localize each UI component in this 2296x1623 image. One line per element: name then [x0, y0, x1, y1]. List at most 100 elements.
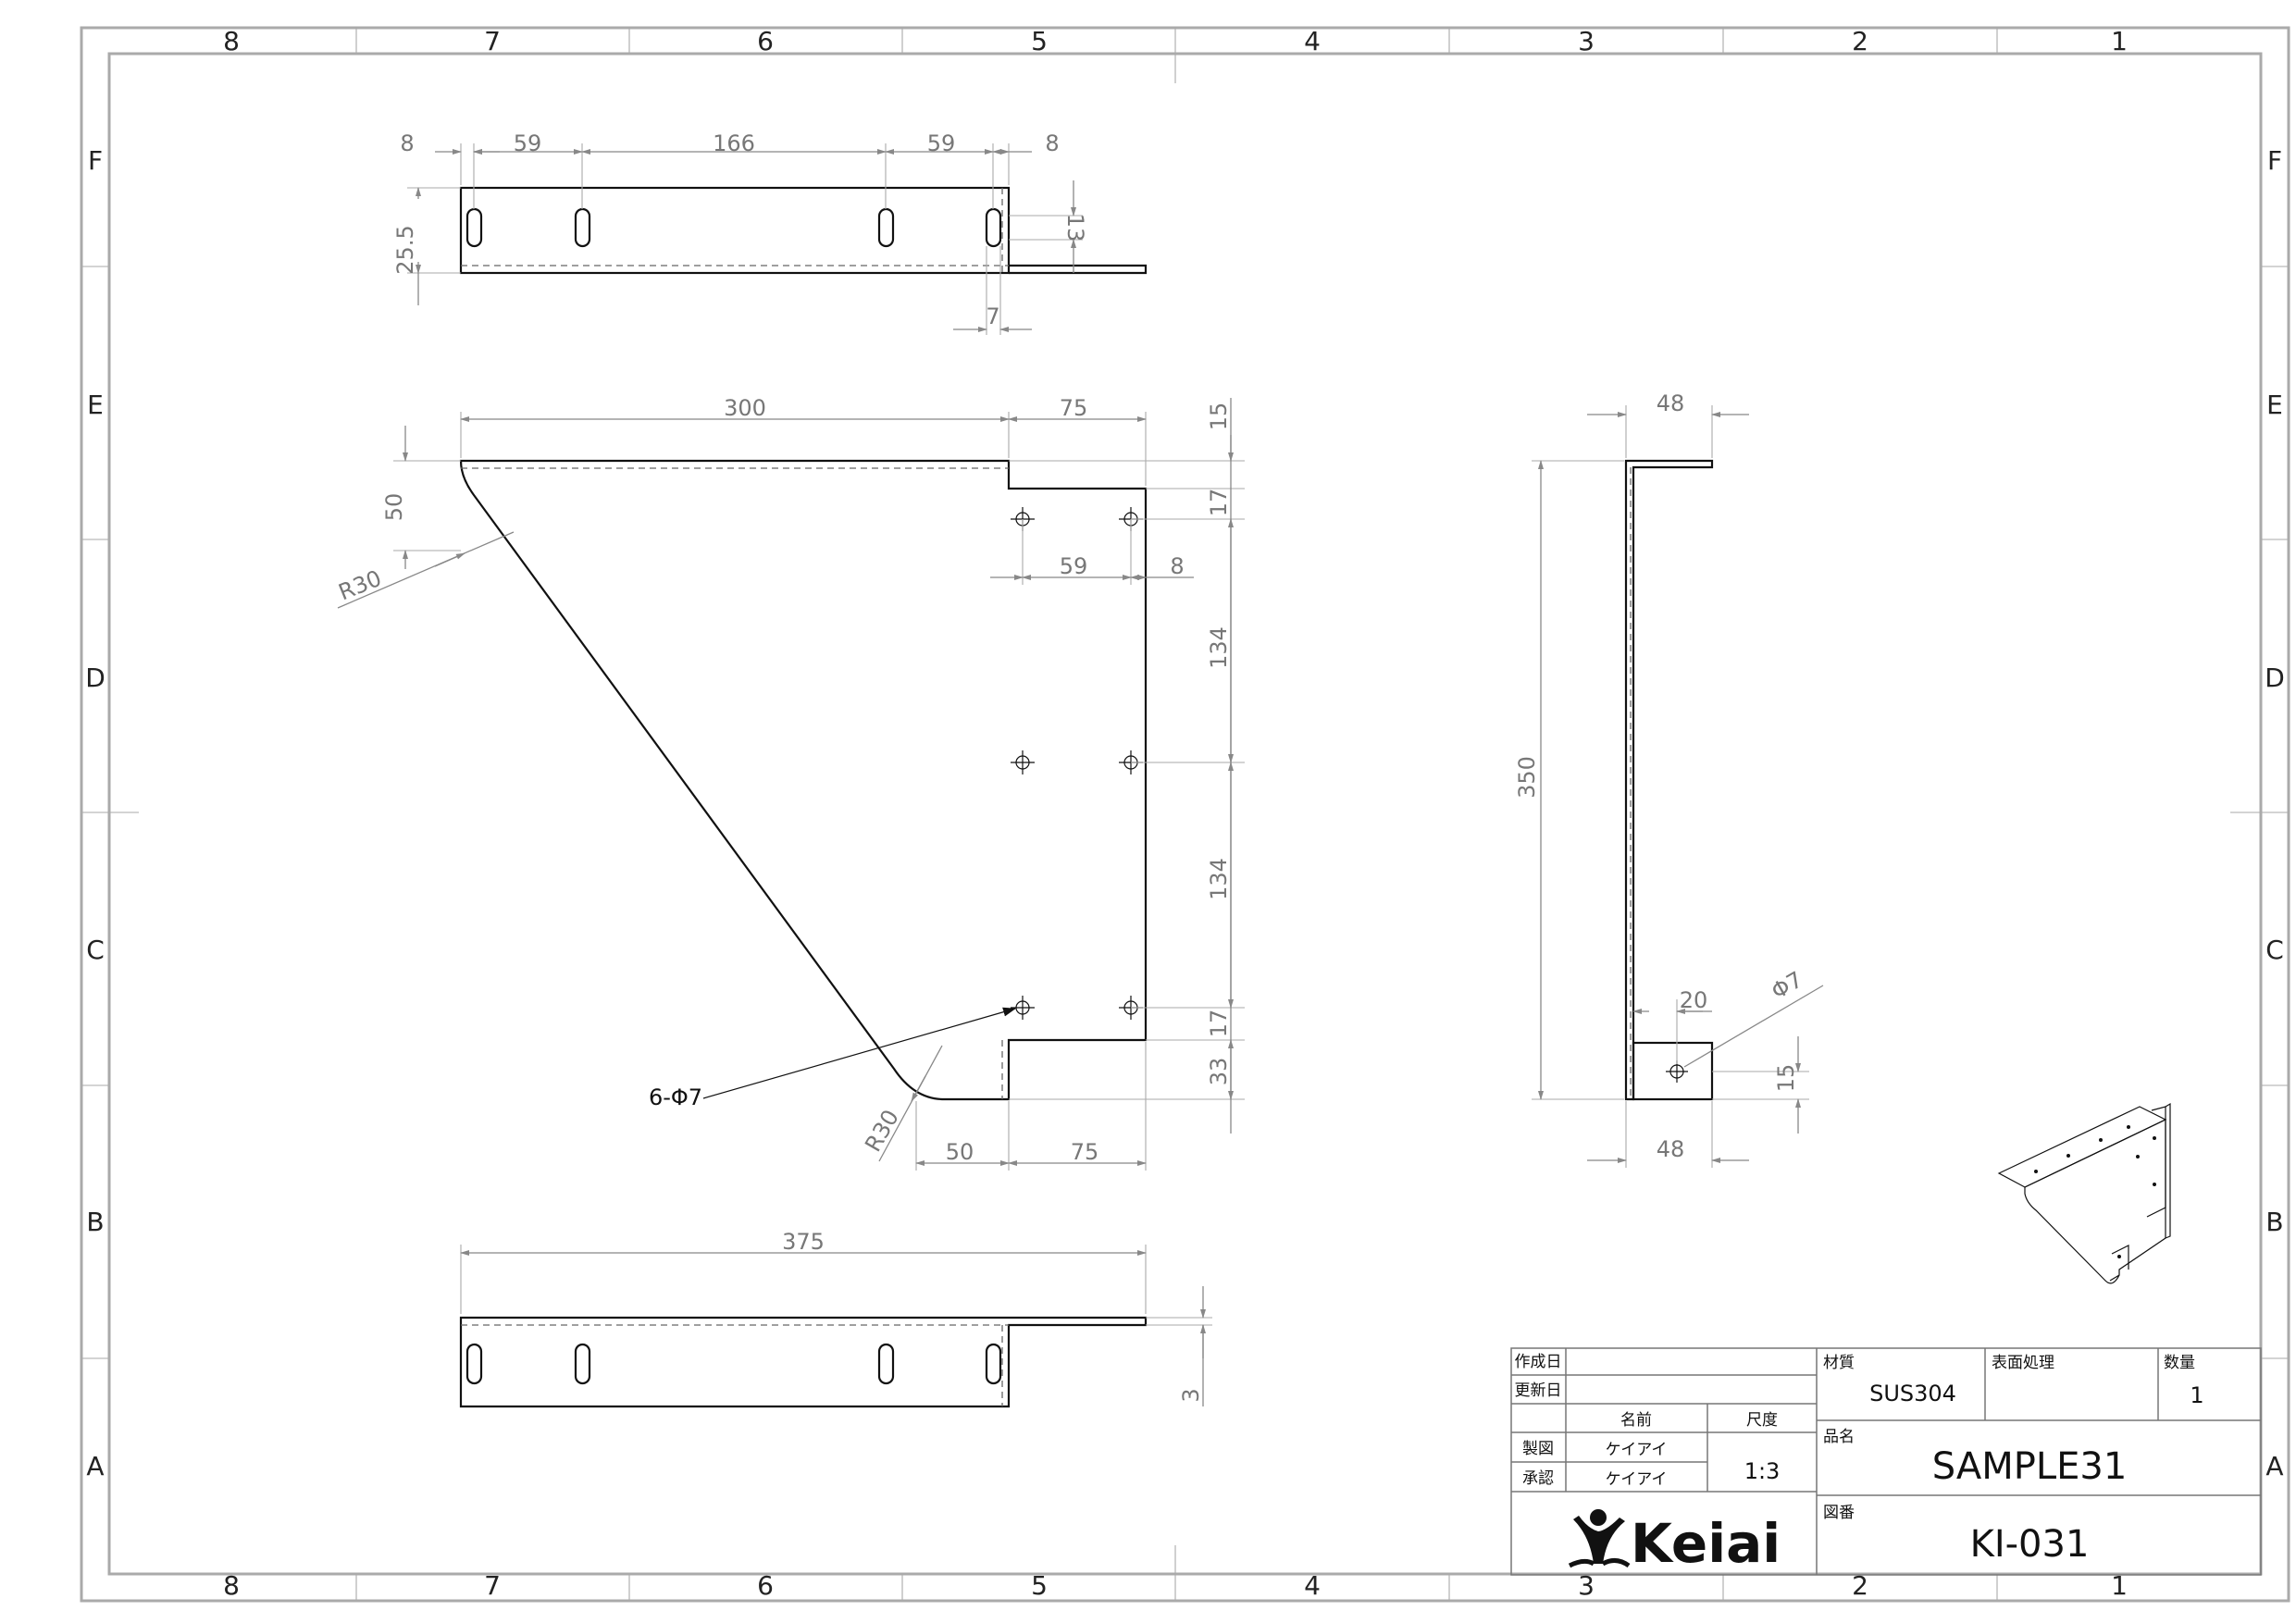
- dimension-label: 50: [381, 493, 407, 522]
- dimension-label: 75: [1071, 1139, 1099, 1165]
- dimension-label: 134: [1206, 626, 1232, 669]
- dimension-label: 166: [713, 130, 755, 156]
- approved-by: ケイアイ: [1606, 1470, 1668, 1489]
- top-view: 8 59 166 59 8 25.5 13 7: [392, 130, 1148, 335]
- dimension-label: 13: [1062, 214, 1088, 242]
- approved-label: 承認: [1522, 1469, 1554, 1488]
- zone-col-label: 7: [484, 1570, 501, 1601]
- slot-hole: [877, 1343, 895, 1385]
- dimension-label: 134: [1206, 858, 1232, 900]
- zone-col-label: 7: [484, 26, 501, 56]
- dimension-label: 375: [782, 1229, 825, 1255]
- person-icon: [1568, 1509, 1631, 1568]
- title-block: 作成日 更新日 名前 尺度 製図 ケイアイ 承認 ケイアイ 1:3 材質 SUS…: [1510, 1347, 2262, 1576]
- dimension-label: 3: [1178, 1388, 1204, 1402]
- slot-hole: [985, 1343, 1002, 1385]
- dimension-label: 50: [946, 1139, 974, 1165]
- part-name-label: 品名: [1823, 1428, 1855, 1446]
- side-view: 48 350 20 Φ7 15 48: [1514, 390, 1824, 1168]
- dimension-label: 17: [1206, 1010, 1232, 1038]
- slot-hole: [465, 1343, 483, 1385]
- dimension-label: 7: [986, 304, 999, 329]
- drawn-label: 製図: [1522, 1440, 1554, 1458]
- zone-row-label: D: [2265, 663, 2285, 693]
- zone-row-label: B: [86, 1207, 104, 1237]
- dimension-label: 8: [400, 130, 414, 156]
- dimension-label: 25.5: [392, 225, 418, 274]
- zone-row-label: A: [2265, 1451, 2283, 1481]
- dimension-label: 8: [1170, 553, 1184, 579]
- zone-col-label: 8: [223, 1570, 240, 1601]
- zone-row-label: C: [86, 935, 105, 965]
- scale-header: 尺度: [1746, 1411, 1778, 1430]
- dimension-label: 48: [1657, 390, 1685, 416]
- dimension-label: 300: [724, 395, 766, 421]
- zone-col-label: 6: [757, 26, 774, 56]
- dimension-label: 33: [1206, 1058, 1232, 1086]
- dimension-label: 20: [1680, 987, 1708, 1013]
- name-header: 名前: [1620, 1411, 1652, 1430]
- zone-row-label: B: [2265, 1207, 2283, 1237]
- updated-date-label: 更新日: [1515, 1381, 1562, 1400]
- quantity-label: 数量: [2164, 1354, 2195, 1372]
- drawing-number-value: KI-031: [1970, 1523, 2090, 1566]
- dimension-label: 15: [1773, 1064, 1799, 1093]
- zone-col-label: 2: [1852, 1570, 1868, 1601]
- zone-col-label: 1: [2111, 1570, 2128, 1601]
- zone-col-label: 4: [1304, 1570, 1321, 1601]
- zone-columns-top: 8 7 6 5 4 3 2 1: [223, 26, 2128, 56]
- zone-row-label: F: [2267, 145, 2282, 176]
- zone-col-label: 4: [1304, 26, 1321, 56]
- logo-text: Keiai: [1631, 1512, 1781, 1575]
- drawing-number-label: 図番: [1823, 1504, 1855, 1522]
- dimension-label: 15: [1206, 403, 1232, 431]
- hole-symbol: [1011, 750, 1035, 774]
- zone-row-label: F: [88, 145, 103, 176]
- dimension-label: 350: [1514, 756, 1540, 799]
- zone-row-label: A: [86, 1451, 104, 1481]
- dimension-label: 59: [1060, 553, 1088, 579]
- zone-col-label: 2: [1852, 26, 1868, 56]
- dimension-label: 48: [1657, 1136, 1685, 1162]
- front-view: 300 75 15 17 134 134 17 33 59 8 50: [335, 395, 1245, 1171]
- sheet-frame: [80, 26, 2290, 1603]
- zone-rows-left: F E D C B A: [85, 145, 105, 1481]
- zone-col-label: 3: [1578, 26, 1595, 56]
- keiai-logo: Keiai: [1568, 1509, 1781, 1575]
- material-label: 材質: [1823, 1354, 1855, 1372]
- zone-rows-right: F E D C B A: [2265, 145, 2285, 1481]
- quantity-value: 1: [2190, 1382, 2203, 1408]
- isometric-view: [1997, 1102, 2171, 1284]
- zone-row-label: C: [2265, 935, 2284, 965]
- dimension-label: 59: [514, 130, 542, 156]
- zone-col-label: 6: [757, 1570, 774, 1601]
- slot-hole: [877, 207, 895, 248]
- drawn-by: ケイアイ: [1606, 1441, 1668, 1459]
- dimension-label: 59: [927, 130, 956, 156]
- material-value: SUS304: [1869, 1381, 1956, 1406]
- zone-row-label: D: [85, 663, 105, 693]
- zone-col-label: 3: [1578, 1570, 1595, 1601]
- dimension-label: R30: [335, 565, 385, 606]
- mounting-holes: [1011, 507, 1143, 1020]
- finish-label: 表面処理: [1992, 1354, 2054, 1372]
- dimension-label: 75: [1060, 395, 1088, 421]
- zone-row-label: E: [87, 390, 104, 420]
- zone-row-label: E: [2266, 390, 2283, 420]
- hole-callout: 6-Φ7: [649, 1084, 702, 1110]
- zone-columns-bottom: 8 7 6 5 4 3 2 1: [223, 1570, 2128, 1601]
- dimension-label: 17: [1206, 489, 1232, 517]
- bottom-view: 375 3: [459, 1229, 1212, 1408]
- scale-value: 1:3: [1744, 1458, 1781, 1484]
- zone-col-label: 5: [1031, 26, 1048, 56]
- part-name-value: SAMPLE31: [1932, 1445, 2128, 1488]
- hole-symbol: [1011, 996, 1035, 1020]
- slot-hole: [985, 207, 1002, 248]
- slot-hole: [465, 207, 483, 248]
- created-date-label: 作成日: [1515, 1353, 1562, 1371]
- zone-col-label: 5: [1031, 1570, 1048, 1601]
- zone-col-label: 1: [2111, 26, 2128, 56]
- slot-hole: [574, 1343, 591, 1385]
- zone-col-label: 8: [223, 26, 240, 56]
